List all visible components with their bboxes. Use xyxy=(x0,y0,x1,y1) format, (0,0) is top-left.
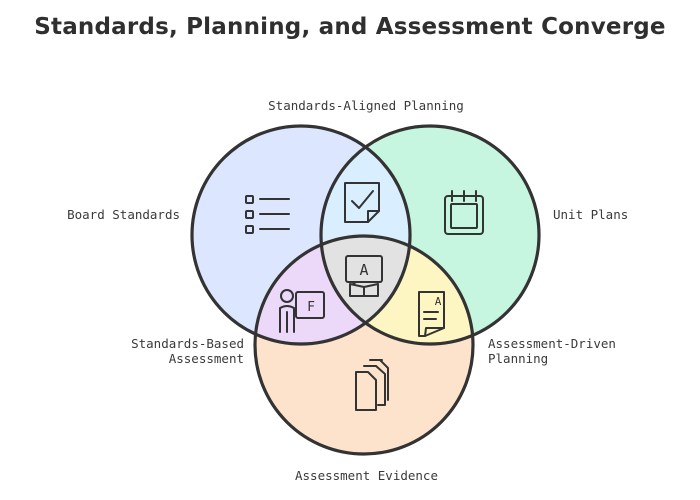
calendar-icon xyxy=(444,190,484,235)
label-assessment-evidence: Assessment Evidence xyxy=(295,468,438,483)
outline-board-standards xyxy=(190,124,412,346)
overlap-standards-based-assessment xyxy=(255,236,410,344)
presenter-icon xyxy=(279,289,325,333)
documents-icon xyxy=(355,359,389,411)
label-standards-aligned-planning: Standards-Aligned Planning xyxy=(268,98,464,113)
graded-paper-icon xyxy=(418,291,445,337)
outline-assessment-evidence xyxy=(253,234,475,456)
teacher-board-icon xyxy=(345,255,383,297)
diagram-title: Standards, Planning, and Assessment Conv… xyxy=(34,14,666,40)
list-icon xyxy=(245,195,290,234)
presenter-icon-letter: F xyxy=(307,300,315,315)
graded-paper-icon-letter: A xyxy=(435,295,442,308)
label-standards-based-assessment: Standards-Based Assessment xyxy=(131,336,244,366)
outline-unit-plans xyxy=(319,124,541,346)
label-board-standards: Board Standards xyxy=(67,207,180,222)
overlap-assessment-driven-planning xyxy=(321,236,473,344)
label-unit-plans: Unit Plans xyxy=(553,207,629,222)
center-icon-letter: A xyxy=(359,261,368,279)
checkbox-icon xyxy=(344,182,380,223)
label-assessment-driven-planning: Assessment-Driven Planning xyxy=(488,336,616,366)
